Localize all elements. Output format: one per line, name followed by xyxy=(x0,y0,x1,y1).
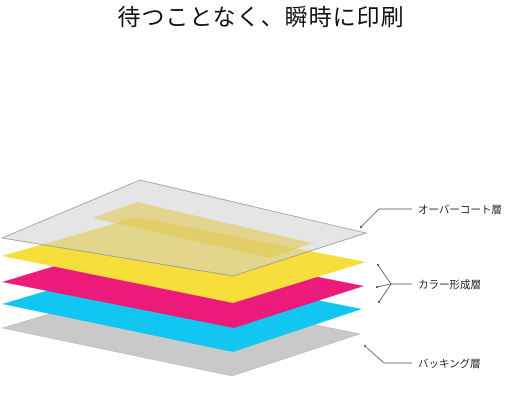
color-forming-label: カラー形成層 xyxy=(418,279,481,291)
color-forming-leader-bottom xyxy=(377,283,392,304)
page-title: 待つことなく、瞬時に印刷 xyxy=(117,5,405,31)
overcoat-leader-line xyxy=(359,208,412,229)
overcoat-label: オーバーコート層 xyxy=(418,204,502,216)
overcoat-inner-yellow xyxy=(92,202,312,258)
backing-label: バッキング層 xyxy=(418,357,481,370)
color-forming-leader-top xyxy=(376,263,412,285)
backing-leader-line xyxy=(363,344,412,364)
color-forming-leader-mid xyxy=(375,283,392,289)
